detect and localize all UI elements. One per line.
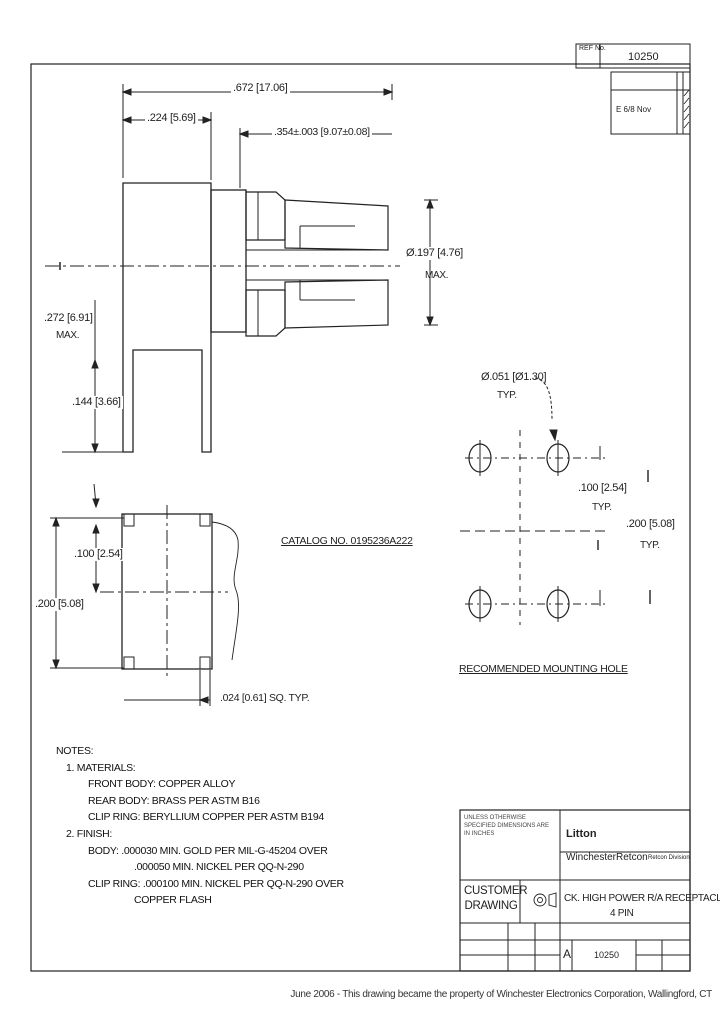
notes-line: 2. FINISH: [66, 827, 113, 840]
notes-line: .000050 MIN. NICKEL PER QQ-N-290 [134, 861, 304, 874]
drawing-number: 10250 [594, 950, 620, 960]
title-block [459, 809, 691, 972]
hole-diameter: Ø.051 [Ø1.30] [481, 371, 547, 383]
revision-text: E 6/8 Nov [616, 105, 652, 114]
dim-pin-spacing: .100 [2.54] [72, 548, 125, 561]
ownership-footer: June 2006 - This drawing became the prop… [290, 989, 712, 1000]
dim-overall-length: .672 [17.06] [231, 82, 290, 95]
dim-diameter: Ø.197 [4.76] [404, 247, 465, 260]
catalog-number: CATALOG NO. 0195236A222 [281, 535, 413, 547]
dim-diameter-max: MAX. [425, 270, 449, 281]
notes-line: COPPER FLASH [134, 894, 212, 907]
hole-spacing-y: .200 [5.08] [624, 518, 677, 531]
notes-block: NOTES: 1. MATERIALS: FRONT BODY: COPPER … [56, 743, 344, 909]
notes-line: FRONT BODY: COPPER ALLOY [88, 778, 236, 791]
mounting-caption: RECOMMENDED MOUNTING HOLE [459, 663, 628, 675]
division-name: WinchesterRetcon [566, 852, 648, 863]
hole-spacing-x: .100 [2.54] [576, 482, 629, 495]
dim-height-max: MAX. [56, 330, 80, 341]
company-name: Litton [566, 828, 597, 840]
ref-label: REF No. [579, 45, 606, 52]
hole-spacing-x-typ: TYP. [592, 502, 612, 513]
title-line-1: CK. HIGH POWER R/A RECEPTACLE [564, 893, 720, 904]
bottom-view [50, 483, 239, 706]
customer-drawing-label: CUSTOMER DRAWING [464, 885, 528, 912]
ref-value: 10250 [628, 51, 659, 63]
division-sub: Retcon Division [648, 855, 690, 861]
dim-pin-square: .024 [0.61] SQ. TYP. [220, 692, 310, 704]
mounting-pattern [460, 377, 651, 625]
tolerance-text: UNLESS OTHERWISE SPECIFIED DIMENSIONS AR… [464, 815, 550, 837]
notes-line: CLIP RING: BERYLLIUM COPPER PER ASTM B19… [88, 811, 324, 824]
notes-line: 1. MATERIALS: [66, 761, 136, 774]
dim-body-length: .224 [5.69] [145, 112, 198, 125]
size-letter: A [563, 947, 572, 961]
title-line-2: 4 PIN [610, 908, 634, 919]
ref-box [575, 43, 691, 69]
hole-diameter-typ: TYP. [497, 390, 517, 401]
dim-height: .272 [6.91] [44, 312, 93, 324]
dim-thread-length: .354±.003 [9.07±0.08] [272, 126, 372, 139]
hole-spacing-y-typ: TYP. [640, 540, 660, 551]
dim-pin-length: .144 [3.66] [70, 396, 123, 409]
notes-title: NOTES: [56, 745, 94, 757]
revision-block [610, 71, 691, 135]
drawing-border [30, 63, 691, 972]
notes-line: REAR BODY: BRASS PER ASTM B16 [88, 794, 260, 807]
notes-line: CLIP RING: .000100 MIN. NICKEL PER QQ-N-… [88, 877, 344, 890]
notes-line: BODY: .000030 MIN. GOLD PER MIL-G-45204 … [88, 844, 328, 857]
dim-body-width: .200 [5.08] [33, 598, 86, 611]
